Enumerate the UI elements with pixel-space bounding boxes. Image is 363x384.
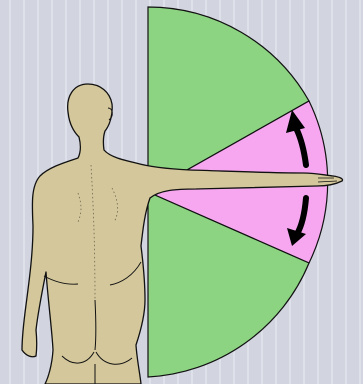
- shoulder-range-of-motion-diagram: [0, 0, 363, 384]
- diagram-frame: [0, 0, 363, 384]
